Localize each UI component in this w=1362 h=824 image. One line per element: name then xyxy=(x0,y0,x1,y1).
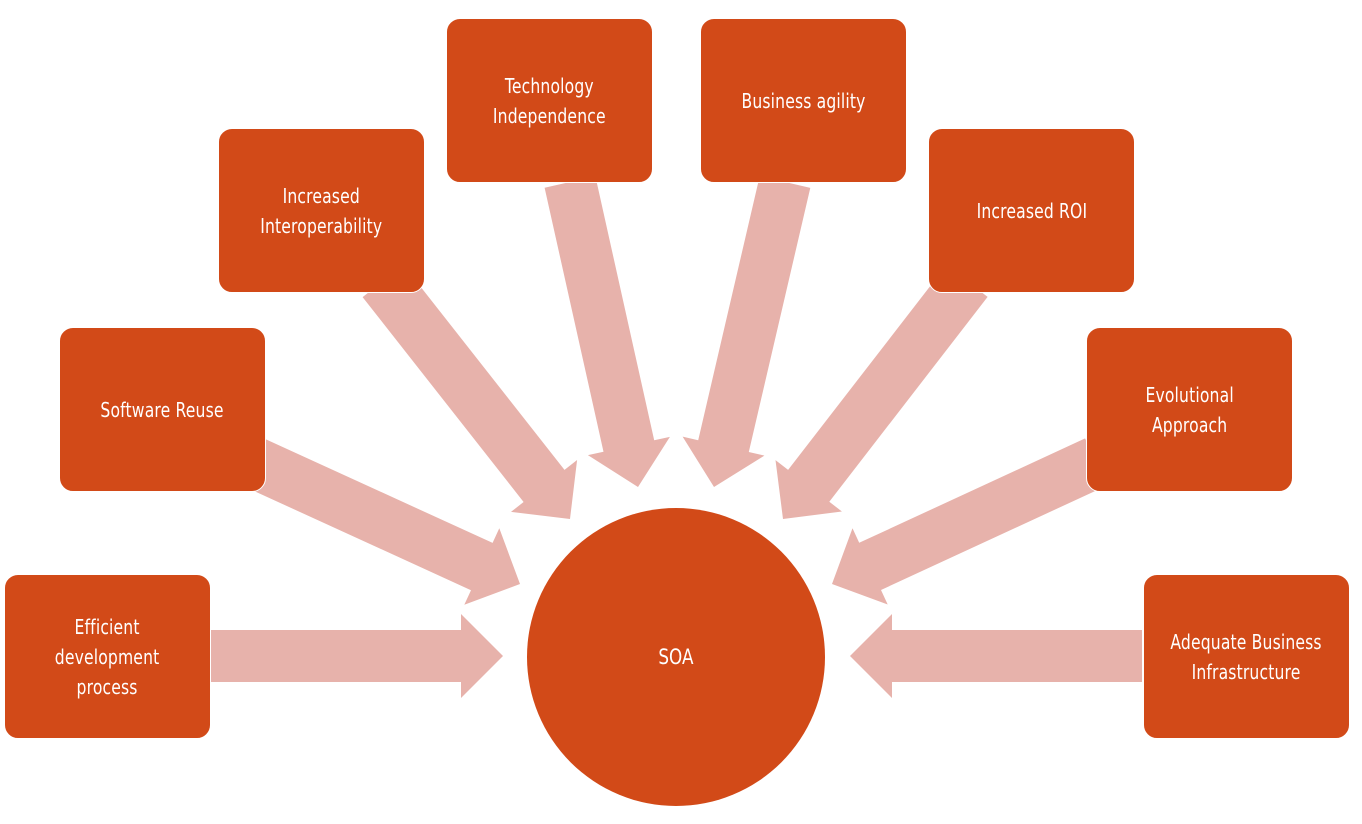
node-label-line: Efficient xyxy=(74,614,141,639)
node-label: Efficient development process xyxy=(55,612,160,702)
node-label-line: Increased xyxy=(282,183,361,208)
node-label-line: Technology xyxy=(505,73,594,98)
node-label-line: Approach xyxy=(1151,412,1228,437)
arrow-efficient-development-process xyxy=(210,614,503,698)
node-label: Software Reuse xyxy=(101,395,224,425)
node-efficient-development-process: Efficient development process xyxy=(4,574,211,739)
node-label-line: Increased ROI xyxy=(976,198,1087,223)
node-label-line: Adequate Business xyxy=(1170,629,1323,654)
node-label-line: Evolutional xyxy=(1145,382,1234,407)
node-label-line: Interoperability xyxy=(260,213,383,238)
arrow-increased-roi xyxy=(775,265,988,519)
arrow-software-reuse xyxy=(242,438,520,605)
node-label-line: Infrastructure xyxy=(1192,659,1301,684)
arrow-evolutional-approach xyxy=(832,438,1107,605)
node-label-line: Software Reuse xyxy=(100,397,225,422)
arrow-business-agility xyxy=(682,176,811,487)
node-increased-roi: Increased ROI xyxy=(928,128,1135,293)
node-label: Business agility xyxy=(741,86,865,116)
node-software-reuse: Software Reuse xyxy=(59,327,266,492)
node-label: Increased ROI xyxy=(976,196,1087,226)
node-label-line: process xyxy=(76,674,139,699)
arrow-technology-independence xyxy=(544,176,670,488)
node-label-line: Independence xyxy=(493,103,606,128)
node-business-agility: Business agility xyxy=(700,18,907,183)
node-label-line: Business agility xyxy=(741,88,866,113)
arrow-adequate-business-infrastructure xyxy=(850,614,1142,698)
center-circle-soa: SOA xyxy=(527,508,825,806)
node-label-line: development xyxy=(55,644,160,669)
arrow-increased-interoperability xyxy=(362,264,578,519)
center-label: SOA xyxy=(658,645,694,669)
